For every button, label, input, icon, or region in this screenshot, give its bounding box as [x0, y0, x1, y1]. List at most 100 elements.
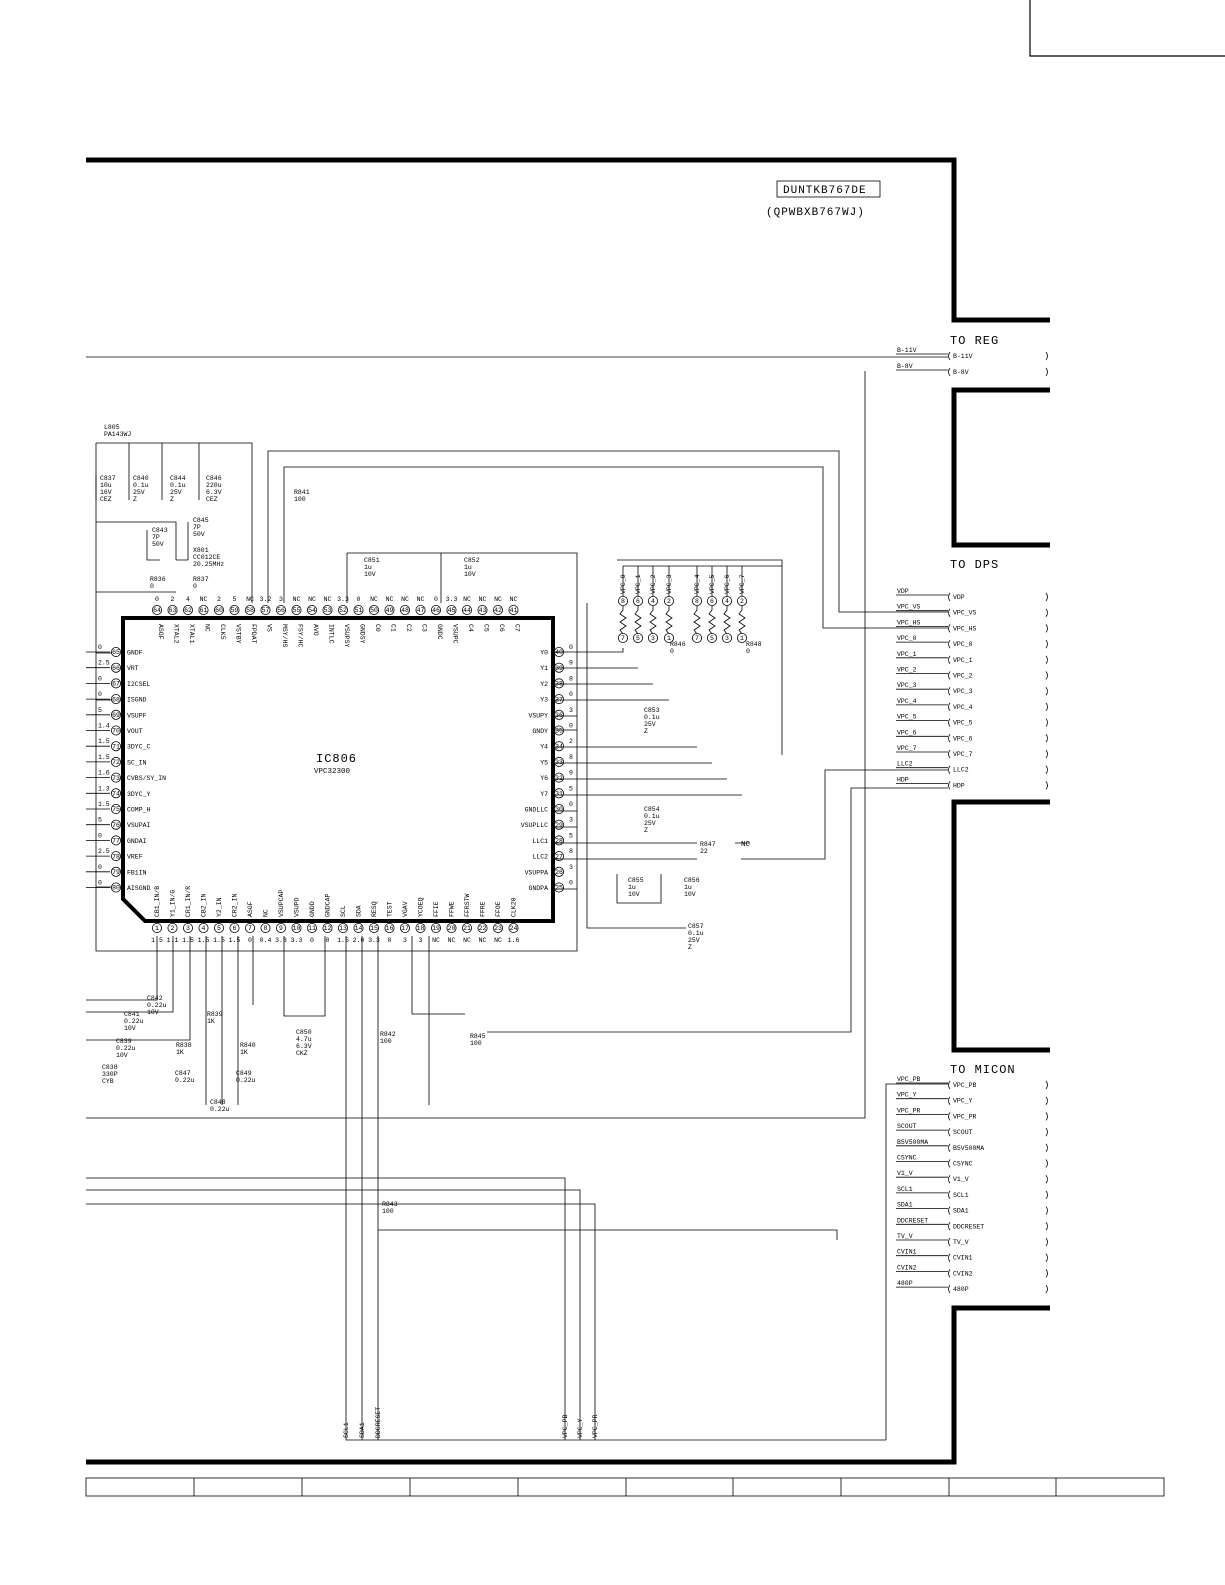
component-ref: L805 [104, 424, 120, 431]
pin-name: VSUPSY [343, 624, 350, 648]
pin-voltage: 1.5 [98, 754, 110, 761]
pin-name: CLK5 [219, 624, 226, 640]
component-ref: C856 [684, 877, 700, 884]
pin-voltage: 1.5 [229, 937, 241, 944]
bottom-grid-strip [85, 1477, 1165, 1497]
pin-name: ISGND [127, 697, 147, 704]
connector-pin-label: SDA1 [953, 1208, 969, 1215]
pin-voltage: 0 [569, 801, 573, 808]
pin-voltage: 8 [569, 675, 573, 682]
pin-voltage: 1.1 [167, 937, 179, 944]
pin-number: 18 [417, 925, 425, 932]
pin-number: 5 [710, 635, 714, 642]
pin-voltage: 0 [155, 596, 159, 603]
component-value: 50V [193, 531, 205, 538]
component-value: 1K [207, 1018, 215, 1025]
pin-name: SC_IN [127, 759, 147, 766]
pin-number: 67 [112, 681, 120, 688]
connector-pin-label: VPC_5 [953, 720, 973, 727]
net-label: DDCRESET [897, 1217, 928, 1224]
pin-number: 7 [248, 925, 252, 932]
pin-number: 22 [479, 925, 487, 932]
connector-title-dps: TO DPS [950, 558, 999, 572]
connector-pin-label: V1_V [953, 1176, 969, 1183]
pin-name: C5 [483, 624, 490, 632]
pin-number: 2 [667, 598, 671, 605]
component-value: 1K [240, 1049, 248, 1056]
connector-pin-label: 480P [953, 1286, 969, 1293]
net-label: VPC_3 [666, 574, 673, 594]
component-ref: C849 [236, 1070, 252, 1077]
pin-voltage: 0.4 [260, 937, 272, 944]
pin-name: VSUPC [452, 624, 459, 644]
net-label: VPC_PR [592, 1414, 599, 1438]
component-value: 16V [100, 489, 112, 496]
pin-name: GNDY [532, 728, 548, 735]
component-ref: X801 [193, 547, 209, 554]
pin-name: Y5 [540, 759, 548, 766]
pin-voltage: 0 [569, 691, 573, 698]
pin-voltage: NC [417, 596, 425, 603]
pin-number: 7 [695, 635, 699, 642]
component-ref: R841 [294, 489, 310, 496]
pin-number: 71 [112, 743, 120, 750]
pin-name: FFOE [495, 901, 502, 917]
net-label: VPC_7 [739, 574, 746, 594]
pin-name: GNDCAP [325, 893, 332, 917]
pin-name: YCOEQ [418, 897, 425, 917]
component-ref: C846 [206, 475, 222, 482]
component-value: 0 [746, 648, 750, 655]
pin-number: 16 [386, 925, 394, 932]
pin-name: Y1_IN/G [170, 890, 177, 917]
pin-name: GNDPA [528, 885, 548, 892]
component-value: 10V [124, 1025, 136, 1032]
pin-voltage: 0 [98, 675, 102, 682]
pin-voltage: 0 [388, 937, 392, 944]
net-label: VPC_5 [897, 714, 917, 721]
pin-name: I2CSEL [127, 681, 151, 688]
component-ref: R843 [382, 1201, 398, 1208]
pin-voltage: NC [494, 937, 502, 944]
component-ref: R838 [176, 1042, 192, 1049]
pin-name: NC [204, 624, 211, 632]
component-value: 25V [688, 937, 700, 944]
pin-number: 60 [215, 607, 223, 614]
pin-number: 63 [169, 607, 177, 614]
pin-name: TEST [387, 901, 394, 917]
resistor-pack-nets: 87VPC_065VPC_143VPC_221VPC_387VPC_465VPC… [618, 565, 782, 644]
pin-voltage: NC [432, 937, 440, 944]
component-value: 25V [133, 489, 145, 496]
component-ref: C838 [102, 1064, 118, 1071]
pin-number: 6 [636, 598, 640, 605]
component-value: 1u [628, 884, 636, 891]
pin-name: C2 [405, 624, 412, 632]
component-value: 330P [102, 1071, 118, 1078]
